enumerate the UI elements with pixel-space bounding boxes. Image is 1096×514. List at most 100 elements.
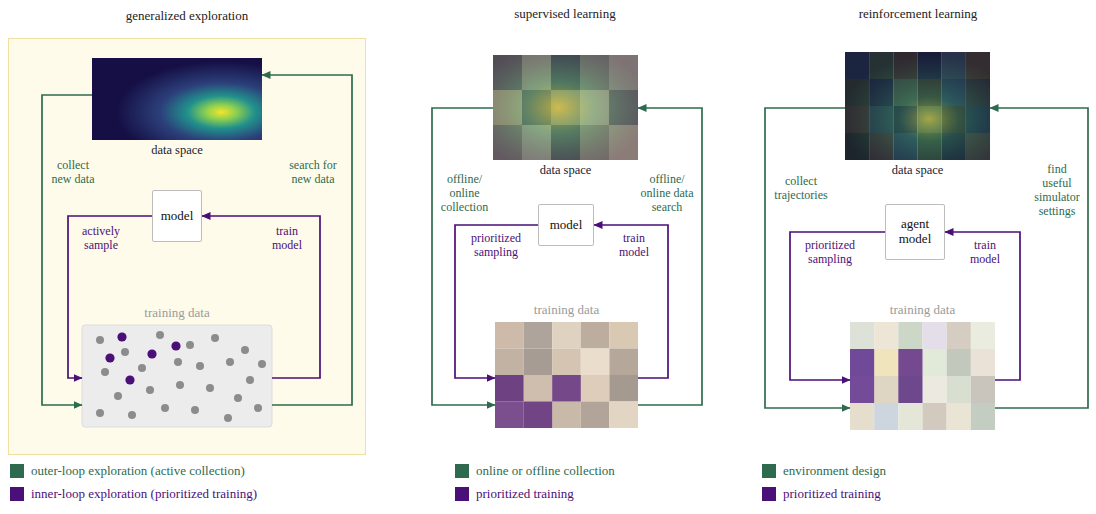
legend-text: environment design xyxy=(783,463,886,479)
data-points xyxy=(224,414,232,422)
data-points xyxy=(211,334,219,342)
edge-label: collect new data xyxy=(48,158,98,186)
data-points xyxy=(161,404,169,412)
flow-arrow xyxy=(790,232,885,380)
level-grid xyxy=(845,52,990,160)
data-points xyxy=(246,376,254,384)
image-grid xyxy=(495,375,524,402)
image-grid xyxy=(552,375,581,402)
flow-arrow xyxy=(262,75,352,405)
data-points xyxy=(82,325,272,427)
legend-swatch xyxy=(10,487,24,501)
data-points xyxy=(105,332,180,384)
data-points xyxy=(117,332,126,341)
level-grid xyxy=(850,376,874,403)
model-box: model xyxy=(538,204,594,246)
training-data-panel: training data xyxy=(850,302,995,430)
data-points xyxy=(96,336,104,344)
model-box: agent model xyxy=(885,204,945,260)
panel-label: training data xyxy=(82,305,272,321)
data-points xyxy=(196,362,204,370)
legend-swatch xyxy=(455,464,469,478)
level-grid xyxy=(850,322,995,430)
legend-row: environment design xyxy=(762,463,886,479)
image-grid xyxy=(495,322,638,428)
data-points xyxy=(128,411,136,419)
flow-arrow xyxy=(202,216,320,378)
edge-label: offline/ online data search xyxy=(636,172,698,214)
data-points xyxy=(147,349,156,358)
legend-swatch xyxy=(10,464,24,478)
data-points xyxy=(138,364,146,372)
model-label: model xyxy=(161,209,194,224)
panel-title: generalized exploration xyxy=(0,8,395,24)
image-grid xyxy=(495,402,524,429)
image-grid xyxy=(493,55,638,160)
legend-text: online or offline collection xyxy=(476,463,615,479)
data-points xyxy=(186,341,194,349)
panel-label: data space xyxy=(92,143,262,158)
data-points xyxy=(114,392,122,400)
data-points xyxy=(171,341,180,350)
level-grid xyxy=(850,349,923,403)
panel-label: training data xyxy=(495,302,638,318)
level-grid xyxy=(850,322,995,430)
flow-arrow xyxy=(68,216,152,378)
image-grid xyxy=(493,55,638,160)
level-grid xyxy=(898,349,922,376)
edge-label: train model xyxy=(962,238,1008,266)
data-space-panel: data space xyxy=(493,55,638,178)
data-points xyxy=(96,331,266,422)
edge-label: prioritized sampling xyxy=(796,238,864,266)
legend-swatch xyxy=(455,487,469,501)
image-grid xyxy=(495,375,581,428)
level-grid xyxy=(845,52,990,160)
panel-label: data space xyxy=(493,163,638,178)
level-grid xyxy=(850,349,874,376)
image-grid xyxy=(495,322,638,428)
density-map xyxy=(92,58,262,140)
model-box: model xyxy=(152,190,202,242)
legend-text: outer-loop exploration (active collectio… xyxy=(31,463,245,479)
data-points xyxy=(101,368,109,376)
panel-label: training data xyxy=(850,302,995,318)
data-space-panel: data space xyxy=(845,52,990,178)
legend-text: prioritized training xyxy=(476,486,574,502)
panel-band: generalized explorationdata spacemodeltr… xyxy=(8,38,366,455)
legend-swatch xyxy=(762,464,776,478)
edge-label: collect trajectories xyxy=(770,174,832,202)
level-grid xyxy=(898,376,922,403)
level-grid xyxy=(898,376,922,403)
training-data-panel: training data xyxy=(495,302,638,428)
data-points xyxy=(96,409,104,417)
data-points xyxy=(226,358,234,366)
level-grid xyxy=(850,349,874,376)
data-points xyxy=(146,386,154,394)
flow-arrow xyxy=(594,225,668,378)
image-grid xyxy=(524,402,553,429)
image-grid xyxy=(552,375,581,402)
band-fill xyxy=(8,38,366,455)
edge-label: actively sample xyxy=(76,224,126,252)
legend-text: inner-loop exploration (prioritized trai… xyxy=(31,486,257,502)
data-points xyxy=(206,384,214,392)
data-points xyxy=(105,353,114,362)
data-points xyxy=(176,381,184,389)
data-points xyxy=(191,406,199,414)
edge-label: find useful simulator settings xyxy=(1032,162,1082,218)
data-points xyxy=(254,404,262,412)
panel-title: reinforcement learning xyxy=(859,6,978,22)
legend-text: prioritized training xyxy=(783,486,881,502)
level-grid xyxy=(898,349,922,376)
legend-row: online or offline collection xyxy=(455,463,615,479)
data-space-panel: data space xyxy=(92,58,262,158)
image-grid xyxy=(495,375,524,402)
data-points xyxy=(258,360,266,368)
edge-label: search for new data xyxy=(282,158,344,186)
level-grid xyxy=(850,376,874,403)
edge-label: train model xyxy=(612,231,656,259)
image-grid xyxy=(495,402,524,429)
flow-arrow xyxy=(455,225,538,378)
edge-label: prioritized sampling xyxy=(462,231,530,259)
